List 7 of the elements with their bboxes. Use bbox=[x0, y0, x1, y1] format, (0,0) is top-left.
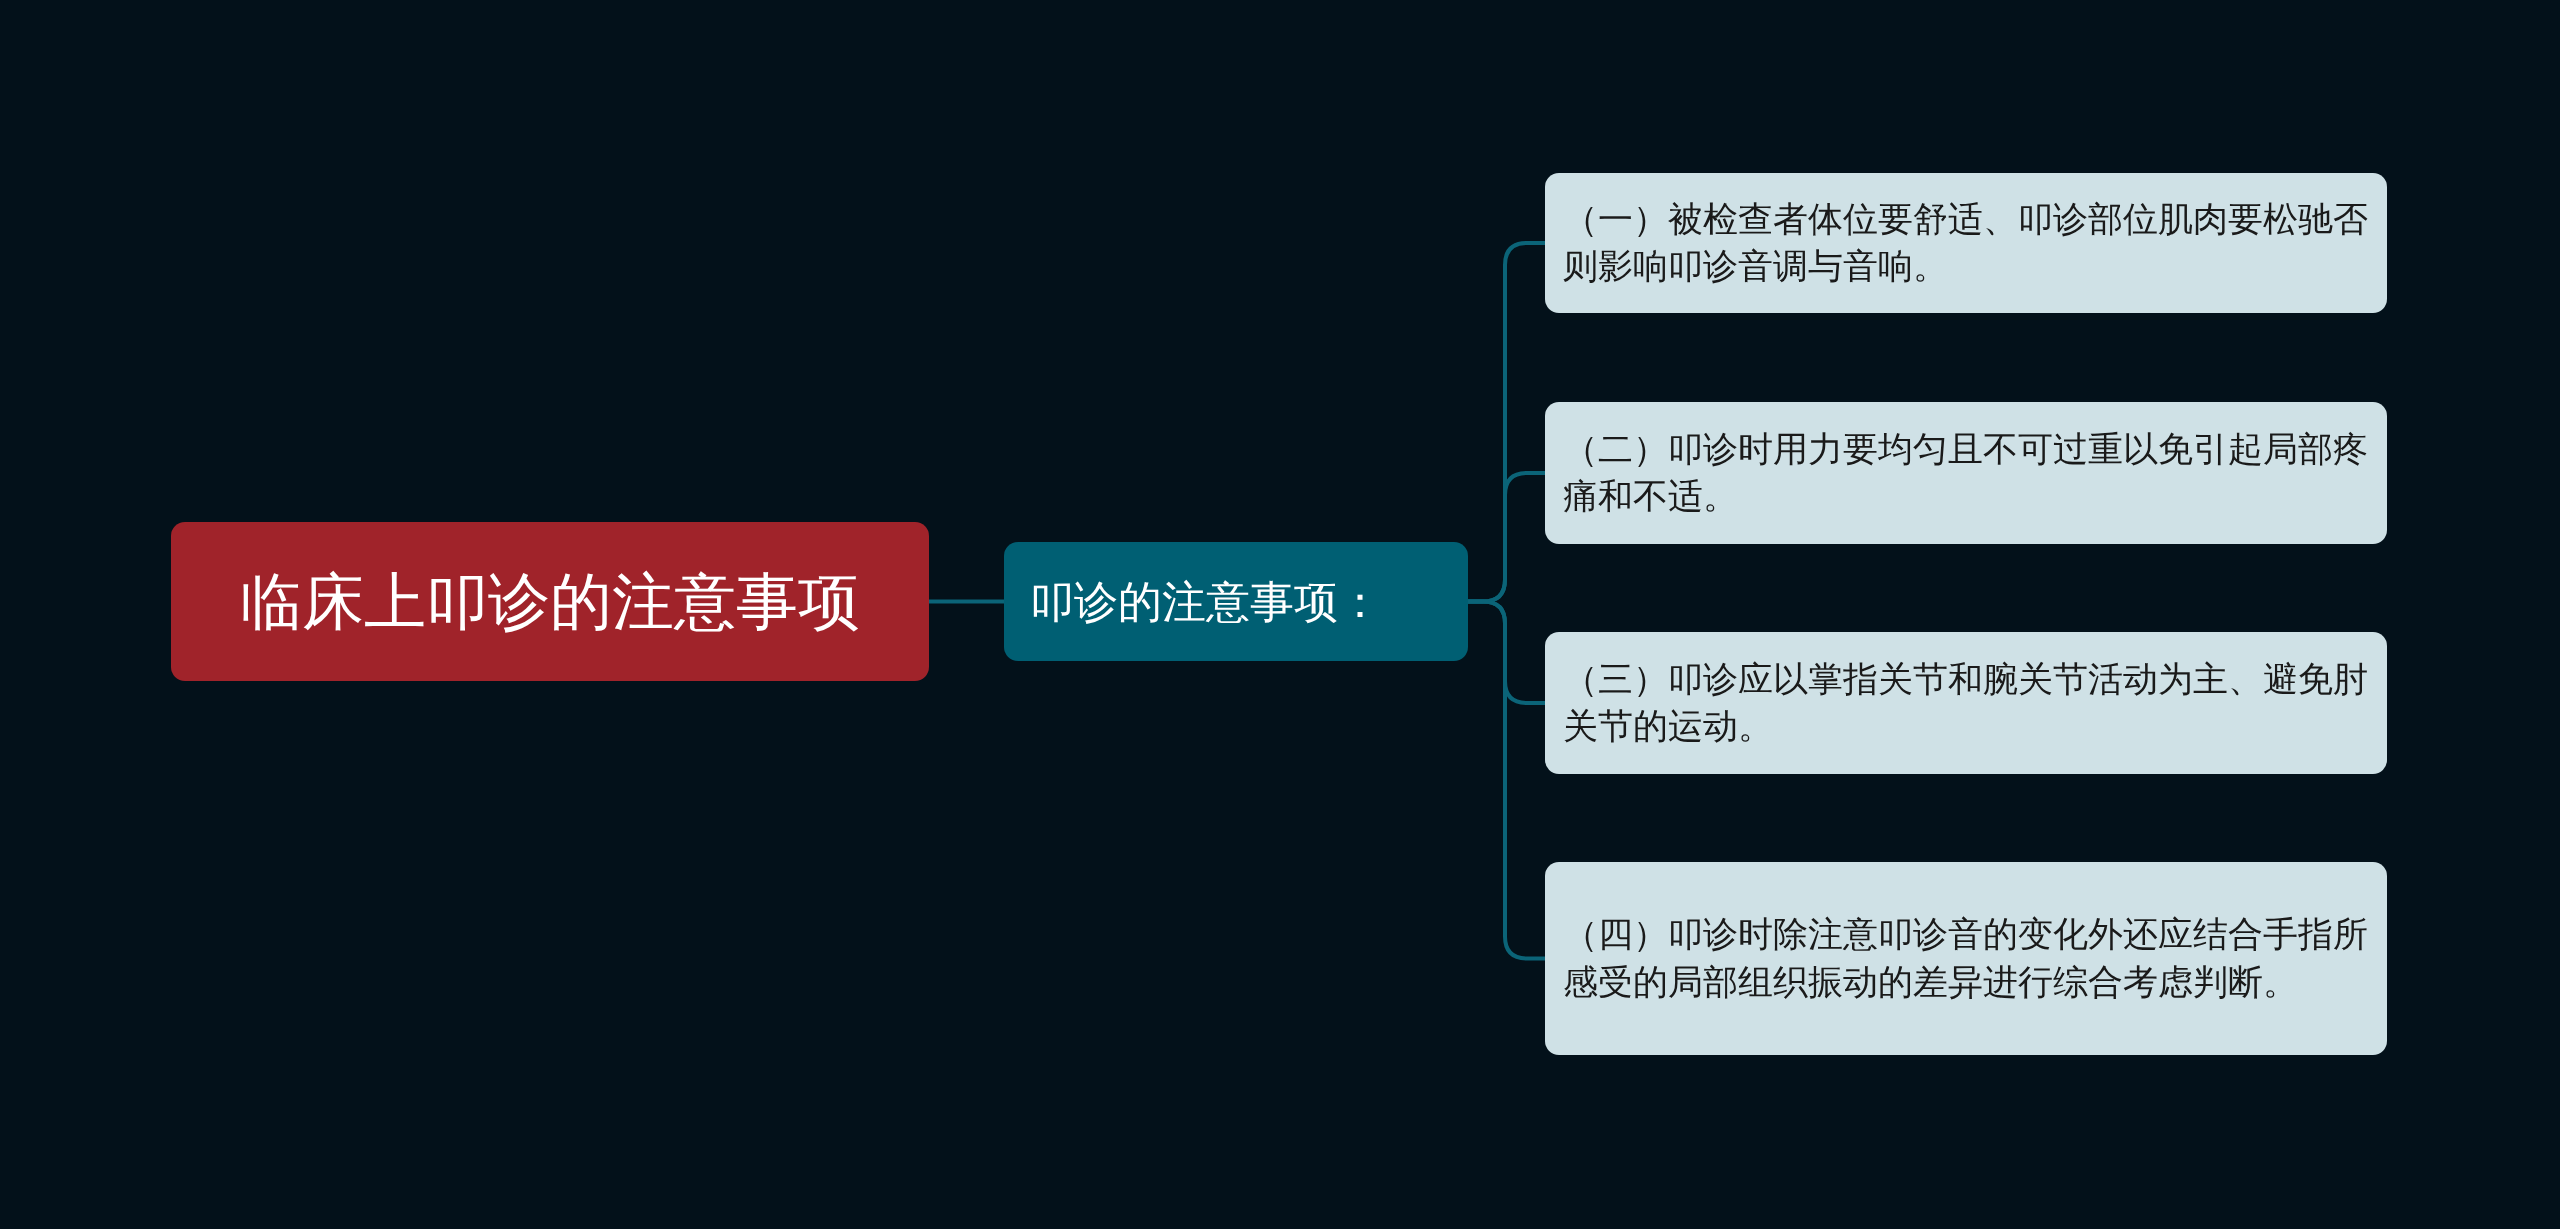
subtopic-box: （三）叩诊应以掌指关节和腕关节活动为主、避免肘关节的运动。 bbox=[1545, 632, 2387, 774]
subtopic-box: （一）被检查者体位要舒适、叩诊部位肌肉要松驰否则影响叩诊音调与音响。 bbox=[1545, 173, 2387, 313]
topic-box: 叩诊的注意事项： bbox=[1004, 542, 1468, 661]
root-topic-box: 临床上叩诊的注意事项 bbox=[171, 522, 929, 681]
subtopic-box: （二）叩诊时用力要均匀且不可过重以免引起局部疼痛和不适。 bbox=[1545, 402, 2387, 544]
subtopic-box: （四）叩诊时除注意叩诊音的变化外还应结合手指所感受的局部组织振动的差异进行综合考虑判断。 bbox=[1545, 862, 2387, 1055]
connector-line bbox=[929, 599, 1004, 604]
